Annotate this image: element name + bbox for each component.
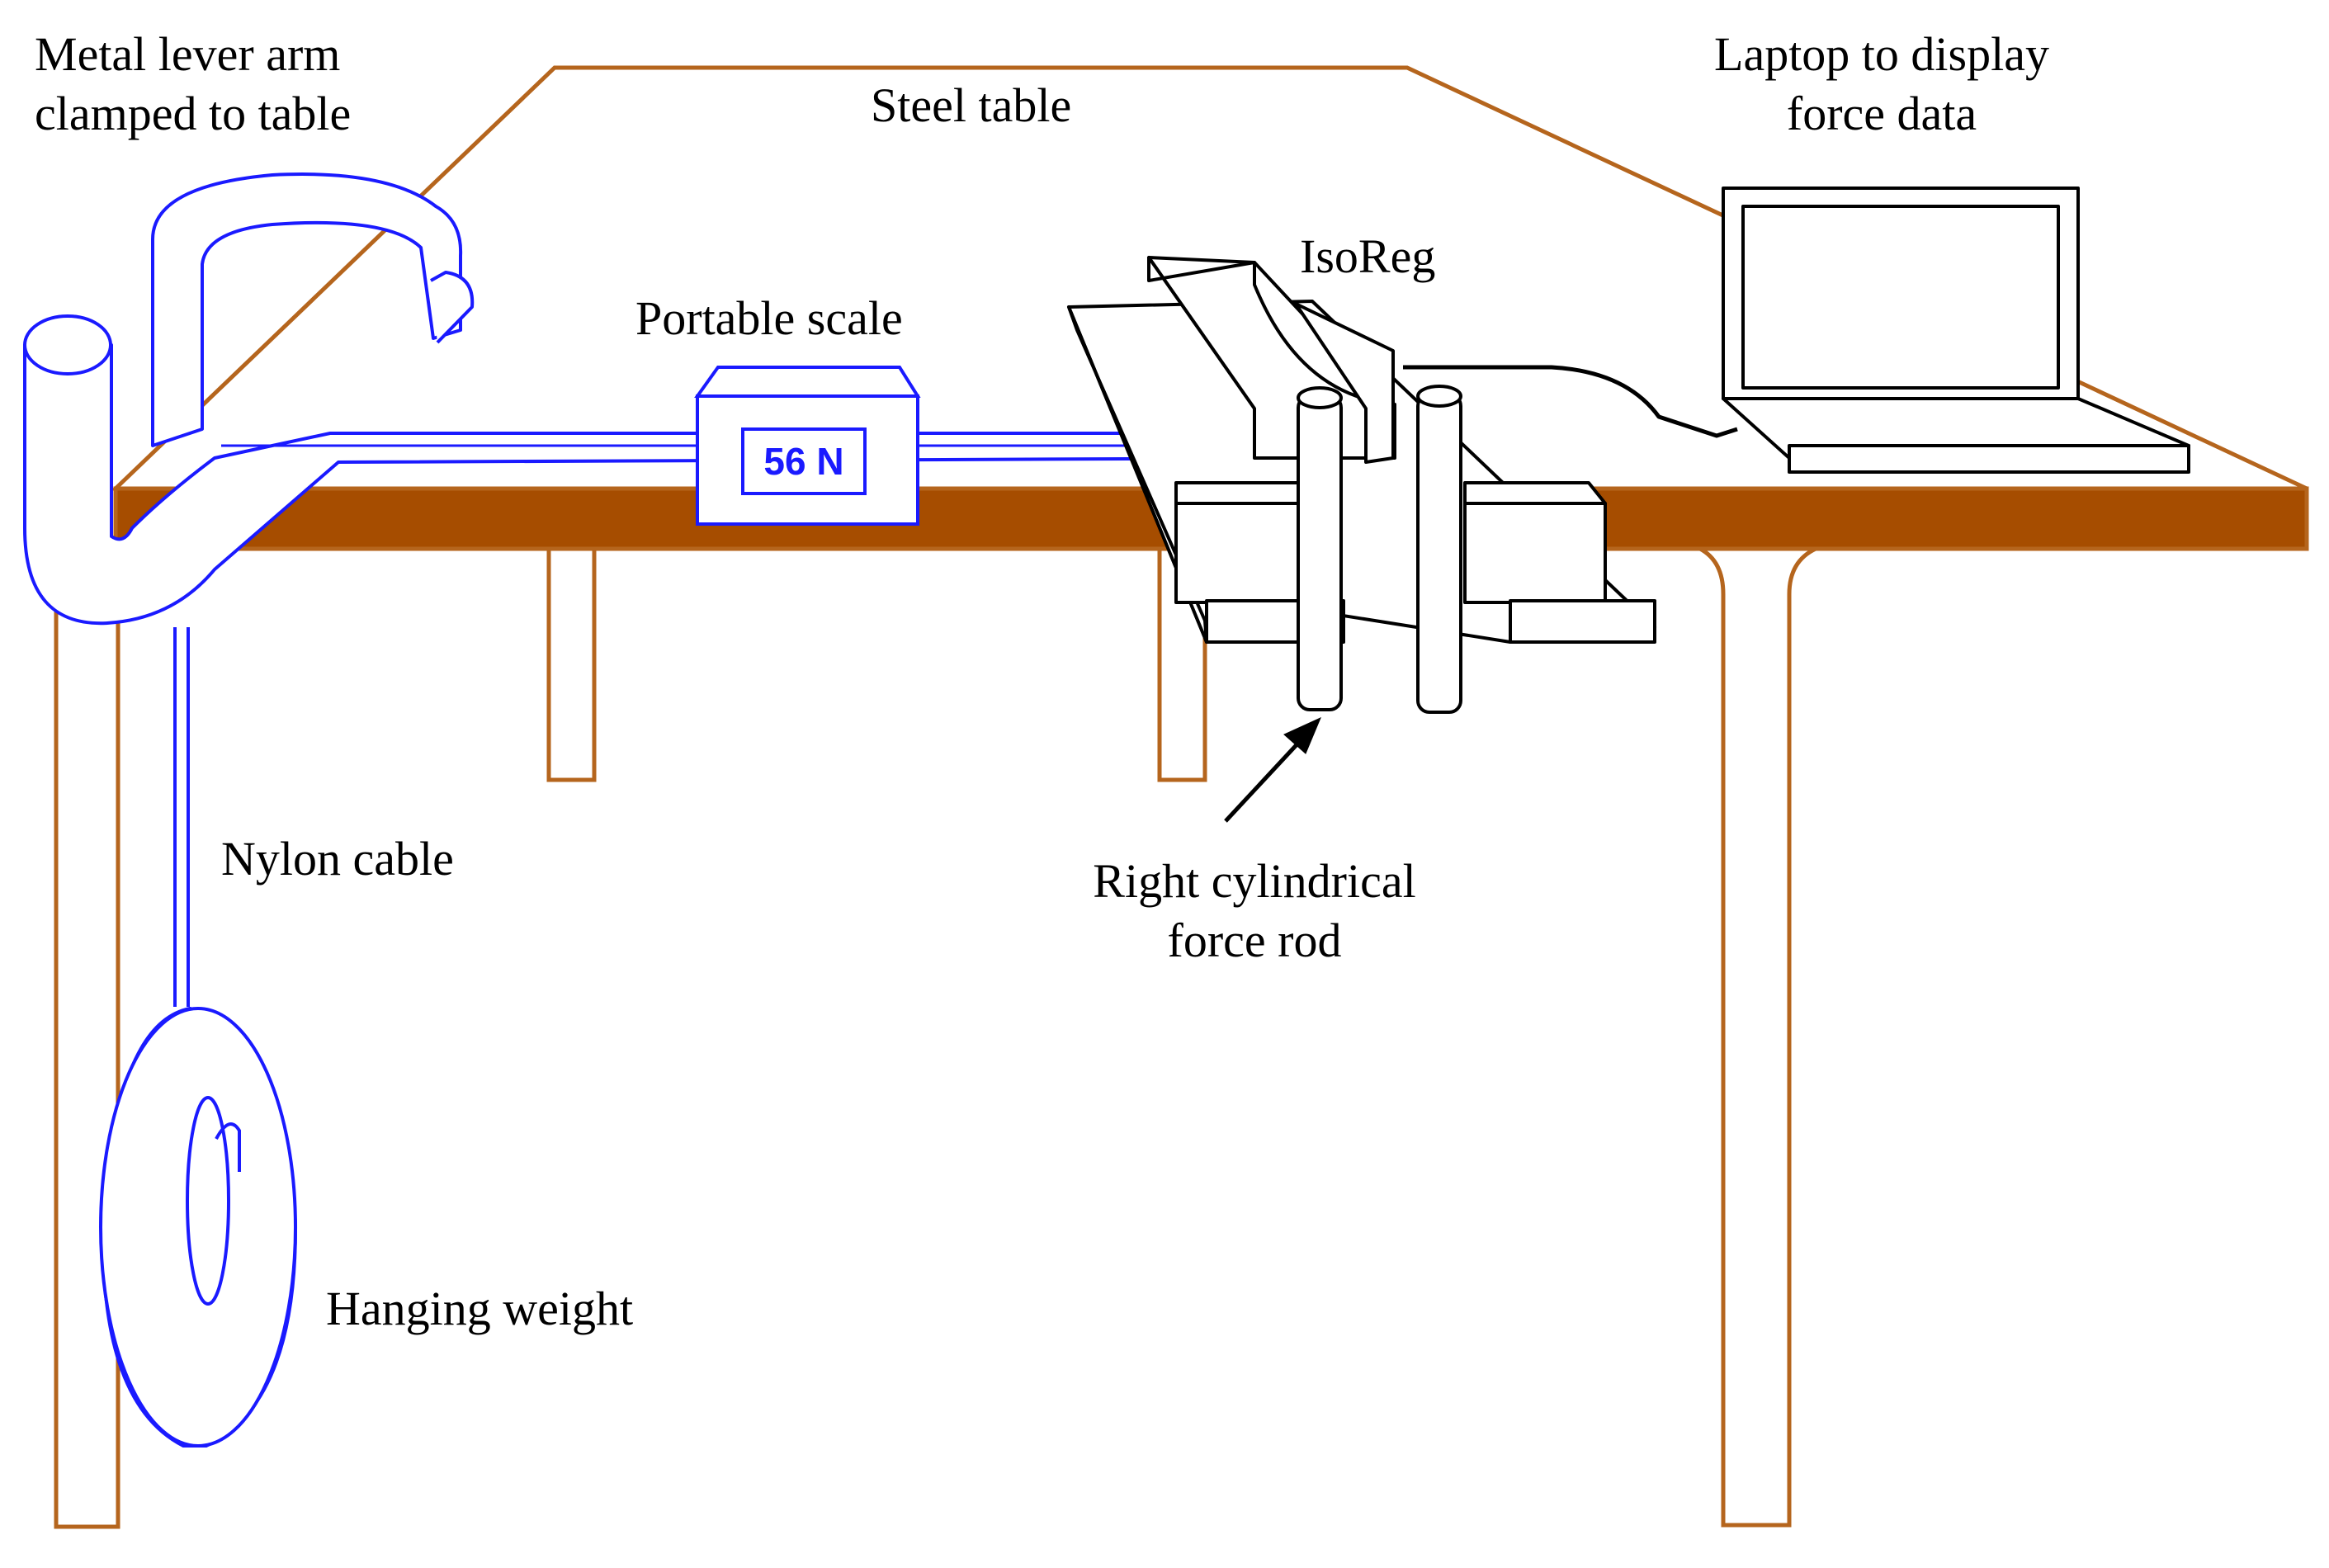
portable-scale (694, 366, 921, 526)
scale-display (741, 427, 867, 495)
force-rod-right-top (1416, 385, 1462, 408)
weight-hook (215, 1122, 241, 1172)
lever-clamp (151, 172, 463, 447)
laptop-screen (1741, 205, 2060, 390)
label-lever-arm-line1: Metal lever arm (35, 27, 341, 81)
nylon-cable (173, 627, 190, 1007)
force-rod-right (1416, 393, 1462, 714)
label-laptop-line2: force data (1786, 87, 1977, 140)
hanging-weight (99, 1006, 298, 1448)
laptop (1722, 187, 2190, 474)
label-force-rod-line1: Right cylindrical (1093, 854, 1416, 908)
table-back-leg-left (546, 546, 597, 782)
label-hanging-weight: Hanging weight (326, 1282, 634, 1335)
scale-readout: 56 N (763, 440, 844, 483)
label-force-rod-line2: force rod (1167, 914, 1342, 967)
label-portable-scale: Portable scale (635, 291, 903, 345)
label-steel-table: Steel table (871, 78, 1072, 132)
lever-tube (23, 343, 1330, 626)
force-rod-left (1297, 394, 1343, 711)
force-rod-left-top (1297, 386, 1343, 409)
isoreg-block-right (1463, 502, 1607, 604)
table-front-leg-left (54, 546, 120, 1529)
weight-hole (186, 1096, 230, 1306)
isoreg-block-right-top (1463, 481, 1607, 505)
label-laptop-line1: Laptop to display (1714, 27, 2049, 81)
isoreg-block-left-top (1174, 481, 1314, 505)
isoreg-cable (1403, 365, 1738, 438)
label-nylon-cable: Nylon cable (221, 832, 454, 886)
label-isoreg: IsoReg (1300, 229, 1436, 283)
isoreg-bar-side (1294, 302, 1395, 464)
table-front-leg-right (1698, 546, 1817, 1528)
lever-tube-top (23, 314, 112, 375)
lever-clamp-side (430, 271, 475, 344)
scale-top (694, 366, 921, 398)
laptop-base-front (1788, 444, 2190, 474)
force-rod-arrow (1224, 717, 1321, 823)
label-lever-arm-line2: clamped to table (35, 87, 352, 140)
isoreg-foot-right (1509, 599, 1656, 644)
isoreg-device (1067, 256, 1738, 714)
isoreg-block-left (1174, 502, 1314, 604)
